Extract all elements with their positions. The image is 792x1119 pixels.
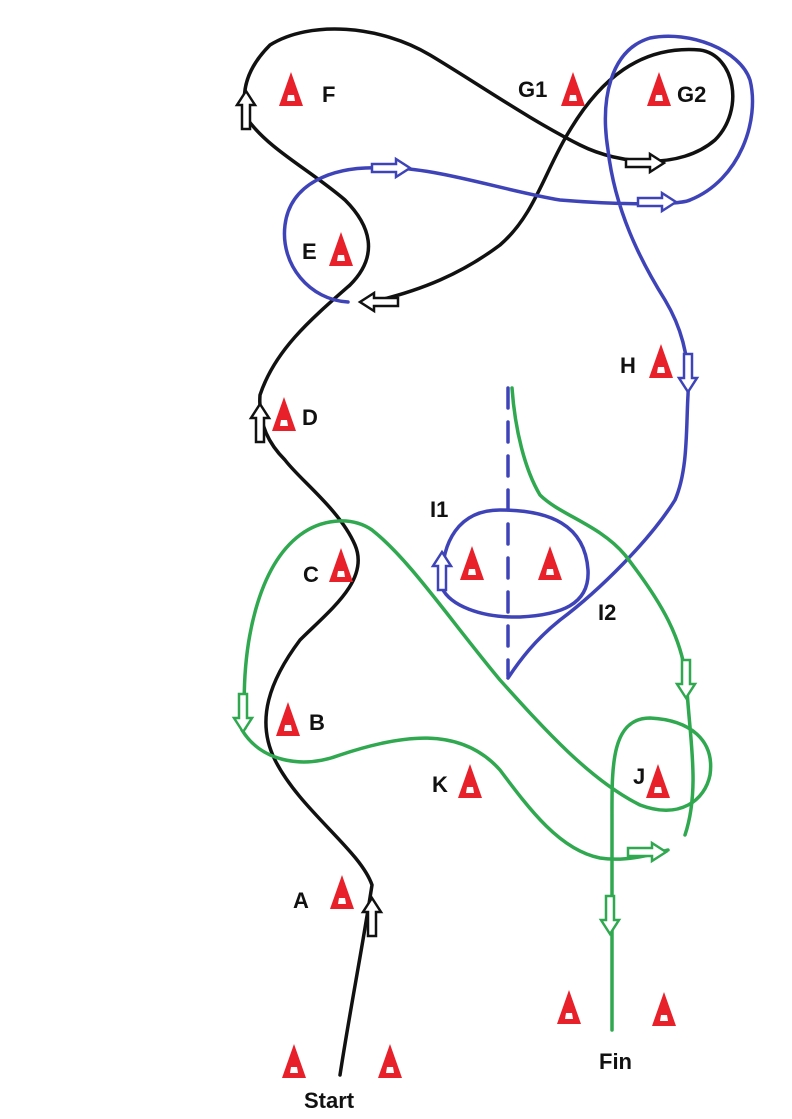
blue-route-e-loop xyxy=(282,165,387,304)
direction-arrow-icon xyxy=(626,840,669,864)
traffic-cone-icon xyxy=(276,702,300,736)
traffic-cone-icon xyxy=(272,397,296,431)
blue-route-main xyxy=(376,34,755,680)
label-d: D xyxy=(302,405,318,430)
green-route-main xyxy=(510,386,695,837)
green-route xyxy=(240,386,713,1032)
direction-arrow-icon xyxy=(231,692,255,735)
label-h: H xyxy=(620,353,636,378)
direction-arrow-icon xyxy=(234,88,258,131)
direction-arrow-icon xyxy=(676,352,700,395)
label-a: A xyxy=(293,888,309,913)
cone-labels: F G1 G2 E H D I1 C I2 B K J A Fin Start xyxy=(293,77,706,1113)
direction-arrow-icon xyxy=(674,658,698,701)
direction-arrow-icon xyxy=(430,549,454,592)
label-e: E xyxy=(302,239,317,264)
blue-route-i-loop xyxy=(440,508,590,619)
traffic-cone-icon xyxy=(647,72,671,106)
label-j: J xyxy=(633,764,645,789)
label-finish: Fin xyxy=(599,1049,632,1074)
traffic-cone-icon xyxy=(538,546,562,580)
traffic-cone-icon xyxy=(649,344,673,378)
blue-route xyxy=(282,34,755,680)
label-start: Start xyxy=(304,1088,355,1113)
direction-arrow-icon xyxy=(360,895,384,938)
traffic-cone-icon xyxy=(561,72,585,106)
green-route-loop xyxy=(242,519,713,1032)
traffic-cone-icon xyxy=(652,992,676,1026)
label-i1: I1 xyxy=(430,497,448,522)
direction-arrow-icon xyxy=(357,290,400,314)
direction-arrows xyxy=(231,88,700,938)
label-b: B xyxy=(309,710,325,735)
label-i2: I2 xyxy=(598,600,616,625)
traffic-cone-icon xyxy=(557,990,581,1024)
traffic-cone-icon xyxy=(282,1044,306,1078)
direction-arrow-icon xyxy=(248,401,272,444)
traffic-cone-icon xyxy=(329,232,353,266)
traffic-cone-icon xyxy=(378,1044,402,1078)
direction-arrow-icon xyxy=(624,151,667,175)
green-route-k-loop xyxy=(240,728,670,861)
direction-arrow-icon xyxy=(636,190,679,214)
direction-arrow-icon xyxy=(370,156,413,180)
black-route xyxy=(242,27,735,1077)
traffic-cone-icon xyxy=(458,764,482,798)
label-g1: G1 xyxy=(518,77,547,102)
label-c: C xyxy=(303,562,319,587)
traffic-cone-icon xyxy=(329,548,353,582)
traffic-cone-icon xyxy=(460,546,484,580)
black-route-main xyxy=(242,27,735,1077)
label-f: F xyxy=(322,82,335,107)
traffic-cone-icon xyxy=(646,764,670,798)
label-k: K xyxy=(432,772,448,797)
traffic-cone-icon xyxy=(330,875,354,909)
traffic-cone-icon xyxy=(279,72,303,106)
label-g2: G2 xyxy=(677,82,706,107)
direction-arrow-icon xyxy=(598,894,622,937)
